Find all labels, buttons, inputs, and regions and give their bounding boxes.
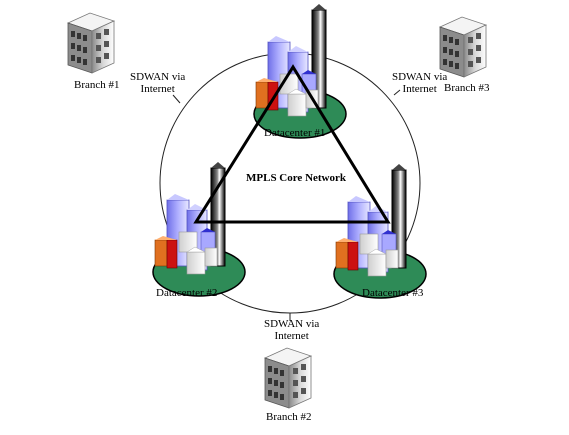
sdwan-link-2-line2: Internet (274, 330, 309, 342)
branch-3-icon (439, 16, 487, 78)
branch-1-label: Branch #1 (74, 79, 120, 91)
sdwan-link-3-label: SDWAN via Internet (392, 71, 447, 95)
sdwan-link-1-line2: Internet (140, 83, 175, 95)
mpls-core-label: MPLS Core Network (246, 172, 346, 184)
datacenter-3-icon (333, 163, 427, 299)
sdwan-link-1-label: SDWAN via Internet (130, 71, 185, 95)
sdwan-link-1-line1: SDWAN via (130, 71, 186, 83)
sdwan-link-3-line1: SDWAN via (392, 71, 448, 83)
sdwan-link-2-label: SDWAN via Internet (264, 318, 319, 342)
sdwan-link-2-line1: SDWAN via (264, 318, 320, 330)
datacenter-1-icon (253, 3, 347, 139)
datacenter-2-icon (152, 161, 246, 297)
branch-3-label: Branch #3 (444, 82, 490, 94)
datacenter-2-label: Datacenter #2 (156, 287, 218, 299)
branch-2-label: Branch #2 (266, 411, 312, 423)
datacenter-3-label: Datacenter #3 (362, 287, 424, 299)
mpls-core-triangle (193, 64, 391, 224)
datacenter-1-label: Datacenter #1 (264, 127, 326, 139)
sdwan-link-3-line2: Internet (402, 83, 437, 95)
branch-2-icon (264, 347, 312, 409)
branch-1-icon (67, 12, 115, 74)
